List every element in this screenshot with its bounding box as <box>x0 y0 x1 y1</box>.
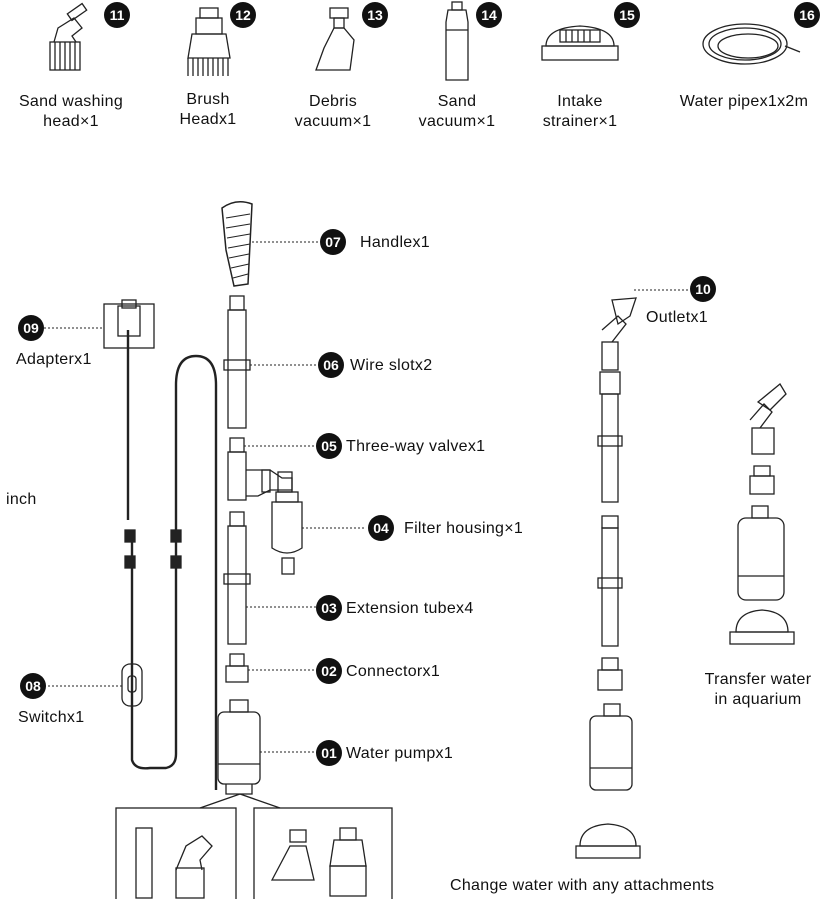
badge-10: 10 <box>690 276 716 302</box>
brush-head-icon <box>187 7 231 76</box>
accessory-16-label-1: Water pipex1x2m <box>679 93 809 110</box>
badge-15: 15 <box>614 2 640 28</box>
sand-washing-head-icon <box>49 2 88 71</box>
badge-16: 16 <box>794 2 820 28</box>
accessory-11-label-2: head×1 <box>43 113 99 130</box>
badge-08: 08 <box>20 673 46 699</box>
debris-vacuum-icon <box>315 7 355 71</box>
badge-01: 01 <box>316 740 342 766</box>
intake-strainer-icon <box>541 25 619 61</box>
accessory-14-label-2: vacuum×1 <box>418 113 496 130</box>
badge-07: 07 <box>320 229 346 255</box>
part-10-label: Outletx1 <box>646 309 708 326</box>
accessory-14-label-1: Sand <box>437 93 477 110</box>
accessory-15-label-2: strainer×1 <box>542 113 618 130</box>
water-pipe-icon <box>702 23 801 65</box>
badge-04: 04 <box>368 515 394 541</box>
part-01-label: Water pumpx1 <box>346 745 454 762</box>
sand-vacuum-icon <box>445 1 469 81</box>
part-07-label: Handlex1 <box>360 234 431 251</box>
badge-14: 14 <box>476 2 502 28</box>
accessory-12-label-2: Headx1 <box>179 111 237 128</box>
part-08-label: Switchx1 <box>18 709 85 726</box>
badge-02: 02 <box>316 658 342 684</box>
transfer-caption-line1: Transfer water <box>704 671 812 688</box>
transfer-caption-line2: in aquarium <box>714 691 802 708</box>
change-caption: Change water with any attachments <box>450 877 715 894</box>
part-05-label: Three-way valvex1 <box>346 438 486 455</box>
handle-grip-icon <box>221 201 253 287</box>
part-04-label: Filter housing×1 <box>404 520 524 537</box>
accessory-11-label-1: Sand washing <box>18 93 124 110</box>
badge-06: 06 <box>318 352 344 378</box>
power-cord-icon <box>126 330 218 790</box>
badge-09: 09 <box>18 315 44 341</box>
badge-12: 12 <box>230 2 256 28</box>
accessory-12-label-1: Brush <box>186 91 230 108</box>
badge-05: 05 <box>316 433 342 459</box>
accessory-13-label-1: Debris <box>308 93 358 110</box>
part-09-label: Adapterx1 <box>16 351 92 368</box>
badge-13: 13 <box>362 2 388 28</box>
side-text: inch <box>6 491 37 508</box>
badge-03: 03 <box>316 595 342 621</box>
part-06-label: Wire slotx2 <box>350 357 433 374</box>
badge-11: 11 <box>104 2 130 28</box>
accessory-13-label-2: vacuum×1 <box>294 113 372 130</box>
switch-icon <box>121 663 143 707</box>
accessory-15-label-1: Intake <box>557 93 603 110</box>
adapter-icon <box>103 303 155 349</box>
part-03-label: Extension tubex4 <box>346 600 474 617</box>
part-02-label: Connectorx1 <box>346 663 441 680</box>
